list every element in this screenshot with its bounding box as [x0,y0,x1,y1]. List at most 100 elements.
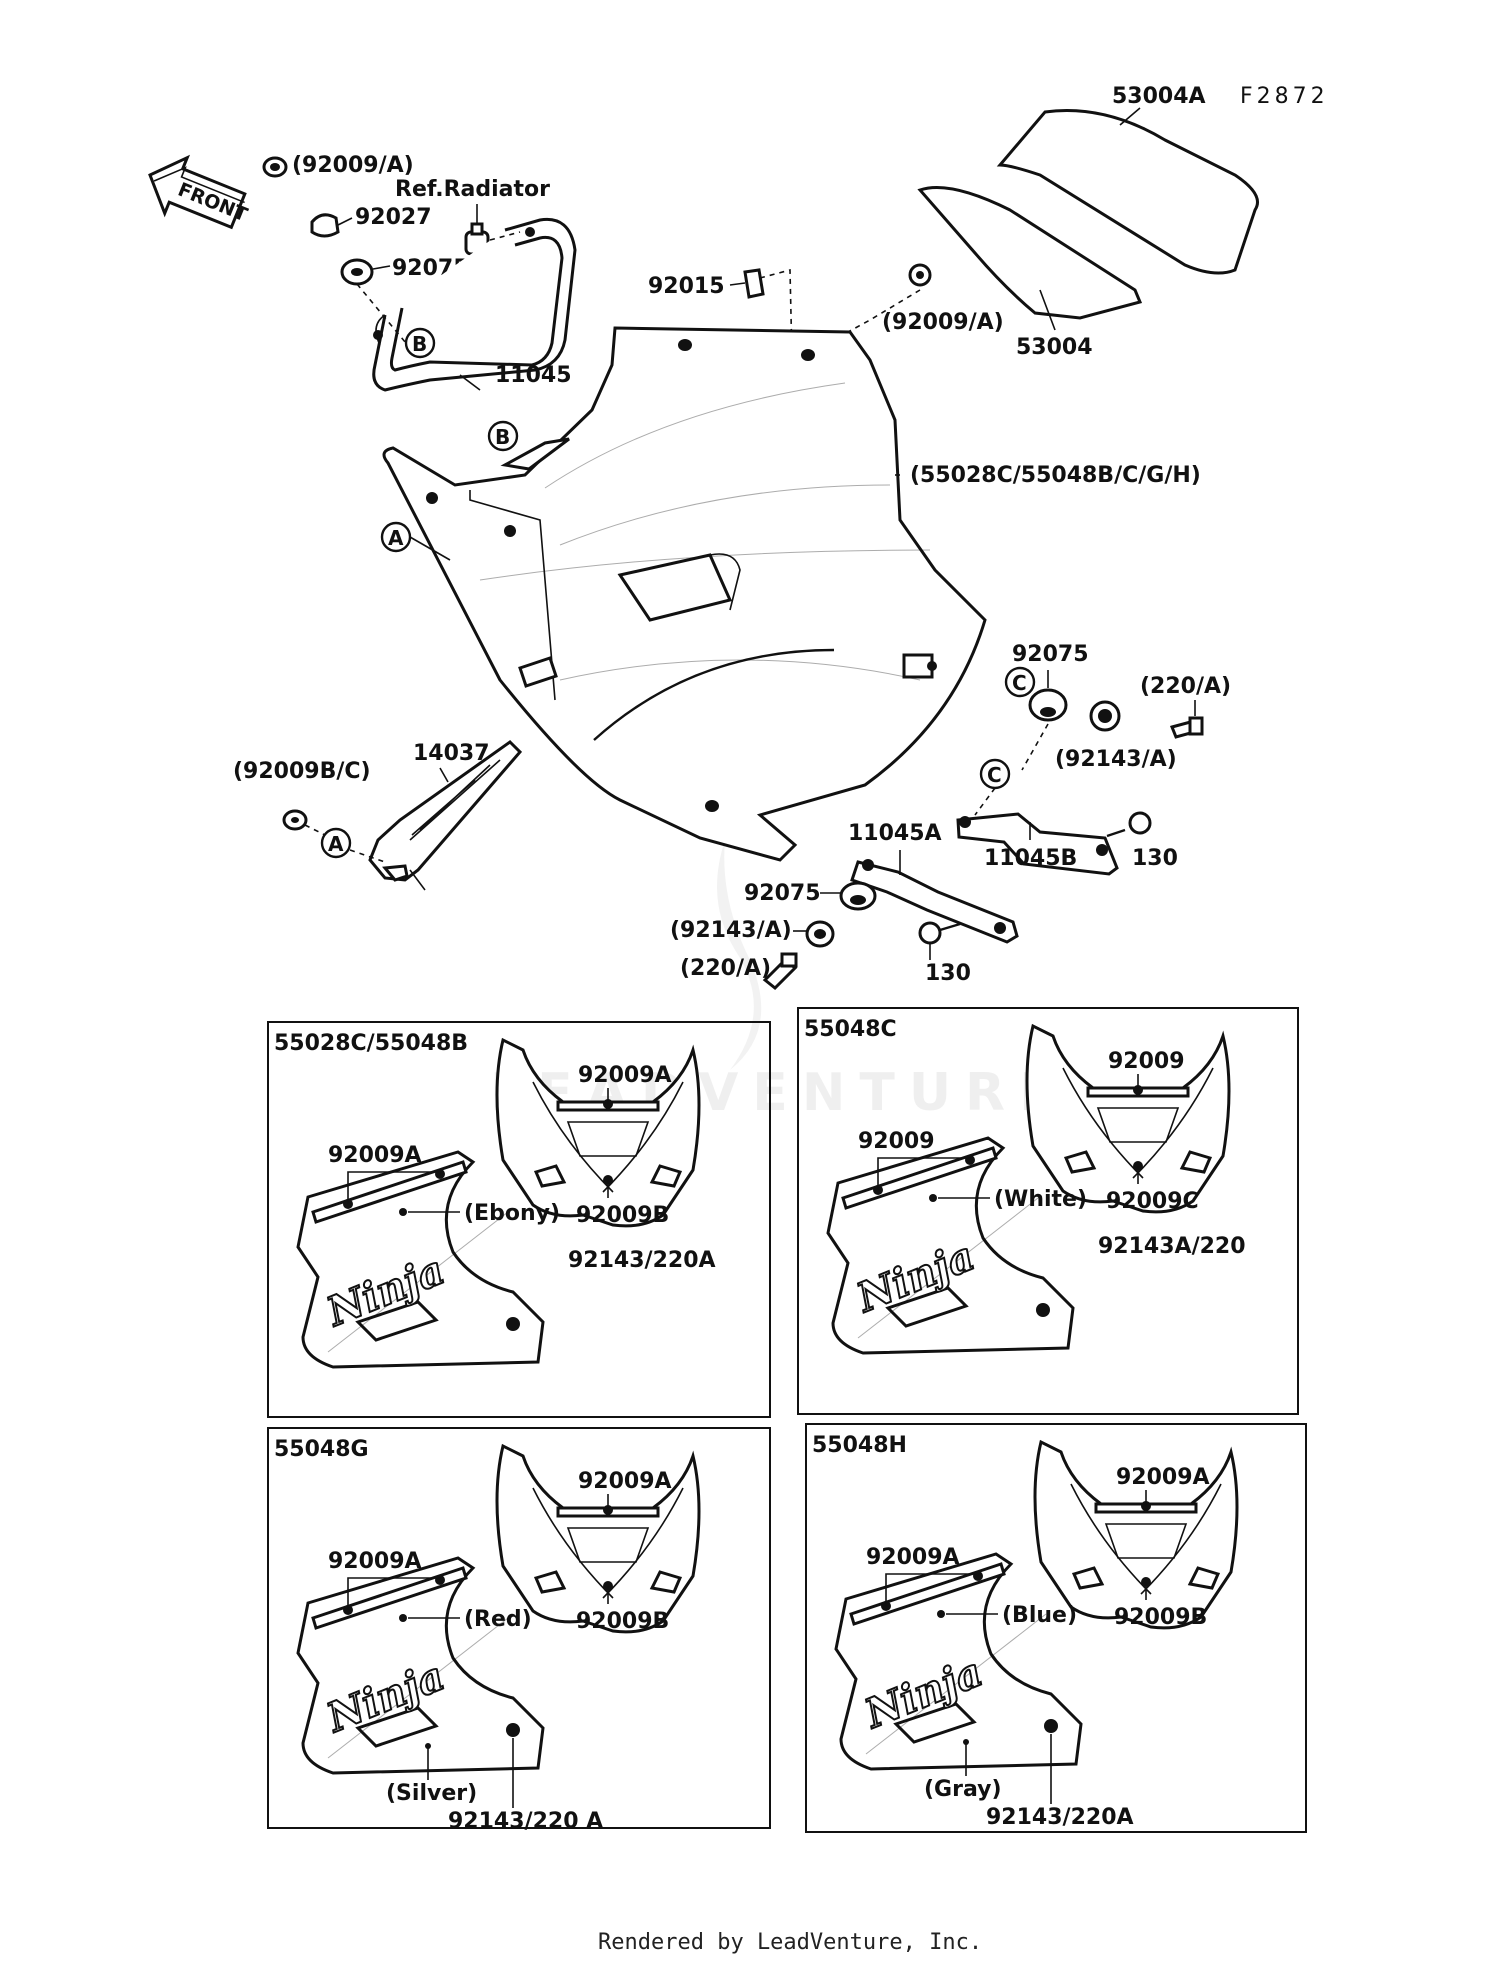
callout-14037: 14037 [413,741,490,766]
clip-92027-icon [310,213,340,238]
panel-frame [797,1007,1299,1415]
marker-a-left: A [380,521,412,553]
variant-panel: 55048G92009A92009BNinja92009A(Red)(Silve… [267,1427,771,1834]
windshield-53004 [917,186,1143,320]
panel-bottom-label: 92009B [576,1203,669,1228]
panel-color-label: (Ebony) [464,1201,560,1226]
callout-55028C-55048: (55028C/55048B/C/G/H) [910,463,1201,488]
callout-11045B: 11045B [984,846,1077,871]
panel-color-label: (Blue) [1002,1603,1077,1628]
svg-text:C: C [1012,671,1027,695]
callout-92027: 92027 [355,205,432,230]
svg-text:A: A [388,526,404,550]
svg-text:B: B [495,425,510,449]
panel-top-label: 92009A [578,1063,672,1088]
svg-text:A: A [328,832,344,856]
panel-frame [267,1427,771,1829]
bracket-14037 [368,740,523,882]
panel-frame [805,1423,1307,1833]
bolt-220A-low-icon [762,952,798,991]
callout-92009BC: (92009B/C) [233,759,371,784]
panel-extra-bolt-label: 92143/220 A [448,1809,603,1834]
bolt-92009A-mid-icon [908,263,932,287]
lower-cowl-side [296,1150,545,1369]
callout-130-low: 130 [925,961,971,986]
variant-panel: 55048C9200992009CNinja92009(White)92143A… [797,1007,1299,1415]
callout-53004: 53004 [1016,335,1093,360]
callout-11045: 11045 [495,363,572,388]
ref-radiator-label: Ref.Radiator [395,177,550,202]
bolt-92009A-top-icon [262,156,288,178]
callout-92009A-top: (92009/A) [292,153,414,178]
panel-top-label: 92009 [1108,1049,1185,1074]
upper-cowl-front [1025,1023,1231,1214]
grommet-92075-top-icon [340,258,374,286]
panel-header: 55048G [274,1437,369,1462]
panel-top-label: 92009A [1116,1465,1210,1490]
panel-side-label: 92009 [858,1129,935,1154]
panel-color-label: (Red) [464,1607,532,1632]
panel-bolt-label: 92143/220A [568,1248,716,1273]
callout-92143A-low: (92143/A) [670,918,792,943]
panel-bottom-label: 92009B [1114,1605,1207,1630]
callout-92009A-mid: (92009/A) [882,310,1004,335]
panel-header: 55048H [812,1433,907,1458]
panel-side-label: 92009A [328,1549,422,1574]
grommet-92075-low-icon [839,881,877,911]
panel-top-label: 92009A [578,1469,672,1494]
callout-92075-right: 92075 [1012,642,1089,667]
upper-cowl-front [495,1443,701,1634]
panel-extra-color-label: (Silver) [386,1781,477,1806]
panel-color-label: (White) [994,1187,1087,1212]
callout-11045A: 11045A [848,821,942,846]
nut-92143A-low-icon [805,920,835,948]
figure-code: F2872 [1240,84,1329,109]
panel-header: 55028C/55048B [274,1031,468,1056]
watermark-flame-icon [717,840,762,1070]
marker-c-upper: C [1004,666,1036,698]
callout-220A-right: (220/A) [1140,674,1231,699]
variant-panel: 55028C/55048B92009A92009BNinja92009A(Ebo… [267,1021,771,1418]
panel-extra-bolt-label: 92143/220A [986,1805,1134,1830]
svg-text:C: C [987,763,1002,787]
nut-92143A-right-icon [1089,700,1121,732]
footer-credit: Rendered by LeadVenture, Inc. [598,1930,982,1955]
callout-92075-low: 92075 [744,881,821,906]
variant-panels: 55028C/55048B92009A92009BNinja92009A(Ebo… [267,1007,1307,1834]
grommet-92075-right-icon [1028,688,1068,722]
front-arrow-icon: FRONT [148,154,250,230]
marker-b-upper: B [404,327,436,359]
bolt-220A-right-icon [1169,716,1204,739]
panel-bottom-label: 92009C [1106,1189,1199,1214]
svg-text:B: B [412,332,427,356]
callout-92143A-right: (92143/A) [1055,747,1177,772]
callout-220A-low: (220/A) [680,956,771,981]
fairing-main [382,326,987,862]
panel-side-label: 92009A [866,1545,960,1570]
panel-bottom-label: 92009B [576,1609,669,1634]
callout-53004A: 53004A [1112,84,1206,109]
bracket-11045B [956,812,1119,876]
callout-92015: 92015 [648,274,725,299]
panel-extra-color-label: (Gray) [924,1777,1002,1802]
panel-side-label: 92009A [328,1143,422,1168]
lower-cowl-side [834,1552,1083,1771]
bolt-92009BC-icon [282,809,308,831]
windshield-53004A [996,109,1259,275]
marker-a-bracket: A [320,827,352,859]
bolt-130-right-icon [1106,811,1152,838]
marker-c-lower: C [979,758,1011,790]
variant-panel: 55048H92009A92009BNinja92009A(Blue)(Gray… [805,1423,1307,1833]
panel-frame [267,1021,771,1418]
upper-cowl-front [495,1037,701,1228]
callout-130-right: 130 [1132,846,1178,871]
lower-cowl-side [296,1556,545,1775]
bolt-130-low-icon [918,921,961,945]
panel-header: 55048C [804,1017,897,1042]
lower-cowl-side [826,1136,1075,1355]
marker-b-lower: B [487,420,519,452]
panel-bolt-label: 92143A/220 [1098,1234,1246,1259]
clip-92015-icon [743,268,765,299]
